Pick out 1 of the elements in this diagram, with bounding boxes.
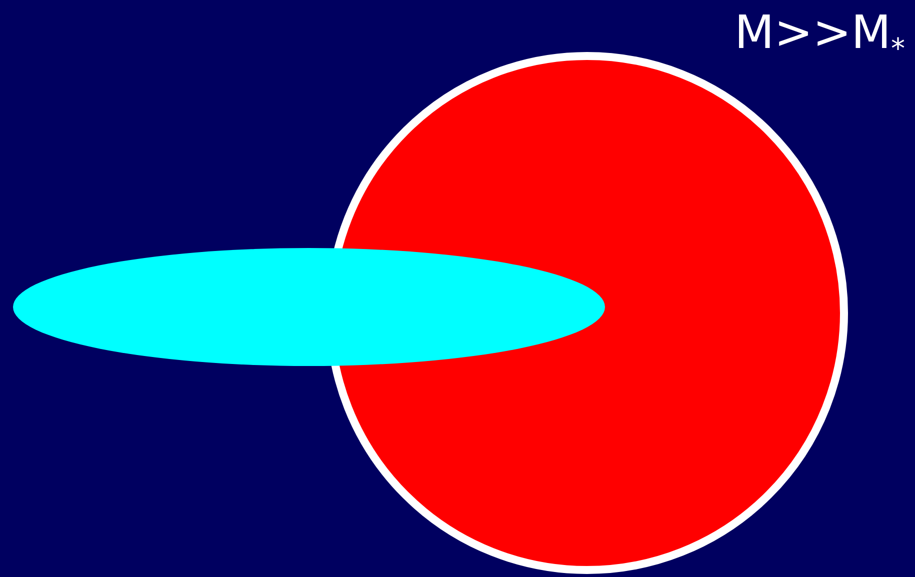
- mass-label: M>>M$_{*}$: [734, 4, 905, 68]
